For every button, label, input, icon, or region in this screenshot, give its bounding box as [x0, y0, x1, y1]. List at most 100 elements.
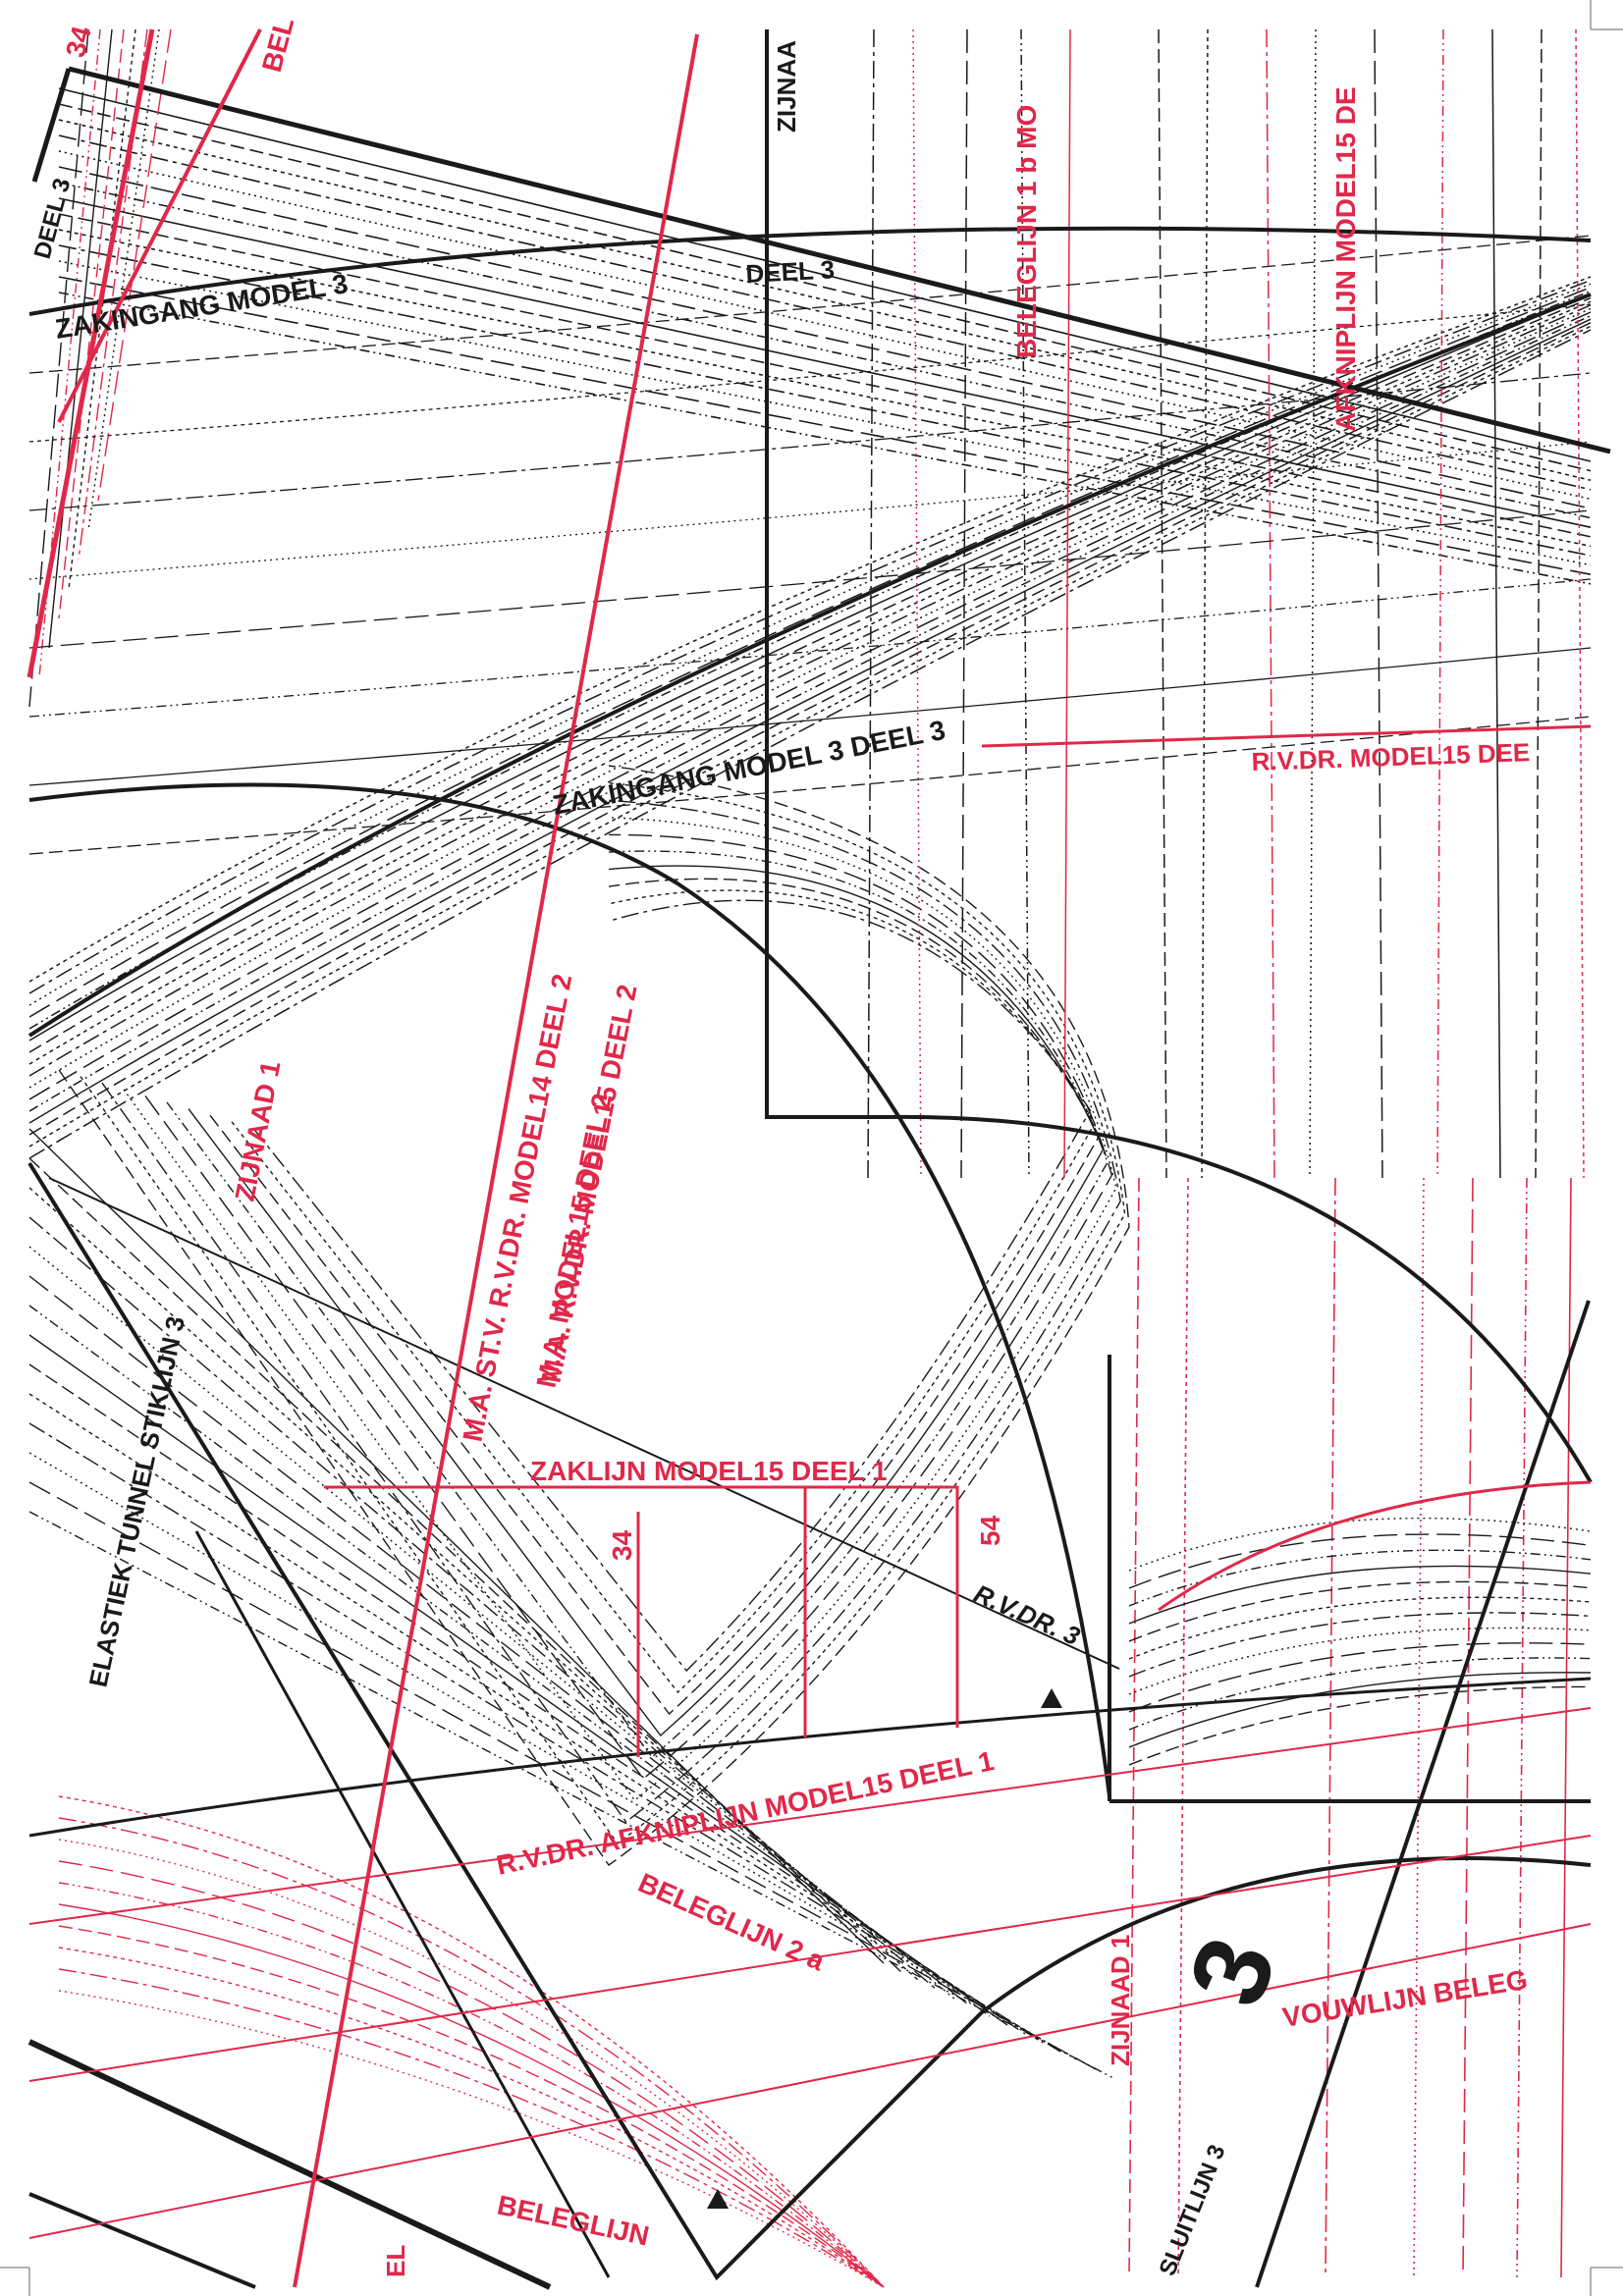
pattern-line [58, 28, 125, 619]
pattern-line [28, 372, 1592, 511]
pattern-line [28, 322, 1592, 1136]
pattern-line [1128, 1672, 1592, 1748]
pattern-line [28, 307, 1592, 1089]
pattern-line [1266, 28, 1275, 1179]
pattern-line [960, 28, 968, 1179]
pattern-line [231, 889, 1096, 1694]
pattern-line [58, 103, 1592, 472]
pattern-line [58, 765, 1130, 1866]
label-beleglijn-1b: BELEGLIJN 1 b MO [1011, 105, 1042, 358]
pattern-line [48, 28, 113, 649]
pattern-line [28, 441, 1592, 580]
pattern-line [28, 1334, 1008, 2026]
pattern-line [1201, 28, 1209, 1179]
pattern-line [58, 244, 1592, 557]
pattern-line [28, 296, 1592, 1053]
pattern-line [188, 865, 1105, 1737]
pattern-line [1128, 1533, 1592, 1589]
label-zijnaad1-bottom: ZIJNAAD 1 [1106, 1935, 1135, 2066]
pattern-line [28, 1481, 1097, 2070]
pattern-line [28, 716, 1592, 855]
pattern-line [1128, 1612, 1592, 1678]
pattern-line [1374, 28, 1383, 1179]
pattern-line [1491, 28, 1501, 1179]
label-zijnaad-top: ZIJNAA [772, 40, 801, 133]
pattern-line [1128, 1657, 1592, 1731]
pattern-line [28, 1275, 973, 2008]
pattern-line [28, 303, 1592, 443]
label-54: 54 [975, 1515, 1005, 1546]
pattern-line [58, 1990, 885, 2288]
pattern-line [58, 1860, 885, 2288]
pattern-line [58, 213, 1592, 538]
pattern-line [28, 283, 1592, 1006]
pattern-line [28, 1363, 1026, 2035]
pattern-line [58, 1795, 885, 2288]
pattern-line [97, 28, 172, 502]
pattern-line [58, 1947, 885, 2288]
pattern-line [28, 304, 1592, 1077]
pattern-line [58, 292, 1592, 585]
label-zaklijn: ZAKLIJN MODEL15 DEEL 1 [530, 1456, 888, 1486]
pattern-line-bundles [28, 28, 1592, 2288]
pattern-line [28, 311, 1592, 1100]
pattern-line [28, 279, 1592, 994]
pattern-line [1325, 1177, 1336, 2278]
pattern-line [1128, 1642, 1592, 1713]
pattern-line [28, 235, 1592, 374]
pattern-line [58, 1817, 885, 2288]
pattern-line [28, 1246, 955, 2000]
pattern-line [58, 87, 1592, 462]
pattern-line [1413, 1177, 1425, 2278]
pattern-line [58, 182, 1592, 519]
pattern-line [1128, 1596, 1592, 1660]
pattern-line [58, 1839, 885, 2288]
pattern-line [867, 28, 875, 1179]
pattern-line [28, 318, 1592, 1124]
pattern-line [28, 276, 1592, 983]
pattern-line [1575, 28, 1585, 1179]
pattern-line [1128, 1685, 1592, 1766]
pattern-line [1128, 1565, 1592, 1625]
pattern-line [80, 781, 1126, 1844]
pattern-line [58, 119, 1592, 481]
pattern-line [58, 197, 1592, 528]
pattern-line [101, 799, 1121, 1823]
pattern-line [123, 817, 1117, 1802]
pattern-line [28, 287, 1592, 1018]
pattern-line [1063, 28, 1071, 1179]
pattern-line [166, 850, 1109, 1759]
pattern-line [28, 1216, 938, 1991]
pattern-line [28, 509, 1592, 649]
label-deel3-top: DEEL 3 [745, 254, 836, 289]
label-el-bottom: EL [381, 2245, 410, 2277]
pattern-line [28, 314, 1592, 1112]
pattern-line [1158, 28, 1167, 1179]
pattern-line [1516, 1177, 1528, 2278]
pattern-line [28, 647, 1592, 786]
pattern-line [87, 28, 160, 531]
pattern-line [28, 329, 1592, 1159]
pattern-line [1535, 28, 1542, 1179]
pattern-line [209, 878, 1100, 1716]
pattern-line [1462, 1177, 1474, 2278]
pattern-line [58, 229, 1592, 548]
label-34: 34 [607, 1529, 637, 1561]
pattern-line [58, 1968, 885, 2288]
pattern-line [58, 134, 1592, 491]
pattern-line [58, 260, 1592, 566]
red-pattern-outlines [27, 28, 1592, 2288]
pattern-line [252, 899, 1092, 1673]
pattern-line [28, 294, 1592, 1041]
label-afkniplijn-top: AFKNIPLIJN MODEL15 DE [1330, 86, 1361, 432]
pattern-line [58, 1903, 885, 2288]
pattern-line [144, 833, 1113, 1781]
pattern-line [28, 300, 1592, 1065]
pattern-line [1128, 1580, 1592, 1642]
pattern-line [28, 1452, 1079, 2061]
black-pattern-outlines [27, 29, 1611, 2290]
pattern-line [58, 276, 1592, 575]
pattern-line [1128, 1549, 1592, 1607]
